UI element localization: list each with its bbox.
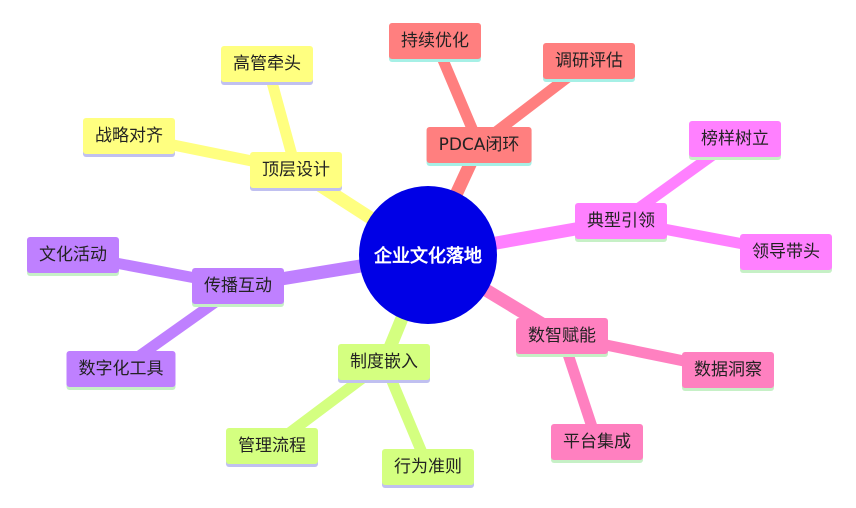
branch-label: 制度嵌入	[350, 352, 418, 372]
leaf-role-model-setting[interactable]: 榜样树立	[689, 121, 781, 157]
leaf-continuous-improvement[interactable]: 持续优化	[389, 23, 481, 59]
central-topic[interactable]: 企业文化落地	[359, 186, 497, 324]
leaf-data-insight[interactable]: 数据洞察	[682, 352, 774, 388]
branch-label: 典型引领	[587, 211, 655, 231]
branch-label: 数智赋能	[528, 326, 596, 346]
leaf-label: 高管牵头	[233, 54, 301, 74]
leaf-label: 平台集成	[563, 432, 631, 452]
leaf-culture-activities[interactable]: 文化活动	[27, 237, 119, 273]
leaf-label: 行为准则	[394, 457, 462, 477]
leaf-digital-tools[interactable]: 数字化工具	[66, 351, 176, 387]
leaf-executive-led[interactable]: 高管牵头	[221, 46, 313, 82]
leaf-leaders-take-lead[interactable]: 领导带头	[740, 234, 832, 270]
branch-pdca-loop[interactable]: PDCA闭环	[426, 127, 532, 163]
branch-digital-empowerment[interactable]: 数智赋能	[516, 318, 608, 354]
leaf-label: 持续优化	[401, 31, 469, 51]
branch-system-embedding[interactable]: 制度嵌入	[338, 344, 430, 380]
branch-top-level-design[interactable]: 顶层设计	[250, 152, 342, 188]
branch-communication-interaction[interactable]: 传播互动	[192, 268, 284, 304]
leaf-management-process[interactable]: 管理流程	[226, 428, 318, 464]
leaf-survey-evaluation[interactable]: 调研评估	[543, 43, 635, 79]
branch-label: 顶层设计	[262, 160, 330, 180]
branch-label: PDCA闭环	[438, 135, 520, 155]
leaf-label: 文化活动	[39, 245, 107, 265]
leaf-label: 数字化工具	[78, 359, 164, 379]
leaf-label: 战略对齐	[95, 126, 163, 146]
leaf-strategic-alignment[interactable]: 战略对齐	[83, 118, 175, 154]
leaf-label: 调研评估	[555, 51, 623, 71]
leaf-label: 榜样树立	[701, 129, 769, 149]
leaf-label: 管理流程	[238, 436, 306, 456]
leaf-label: 数据洞察	[694, 360, 762, 380]
leaf-code-of-conduct[interactable]: 行为准则	[382, 449, 474, 485]
branch-role-model-leading[interactable]: 典型引领	[575, 203, 667, 239]
leaf-platform-integration[interactable]: 平台集成	[551, 424, 643, 460]
leaf-label: 领导带头	[752, 242, 820, 262]
central-topic-label: 企业文化落地	[374, 246, 482, 267]
branch-label: 传播互动	[204, 276, 272, 296]
